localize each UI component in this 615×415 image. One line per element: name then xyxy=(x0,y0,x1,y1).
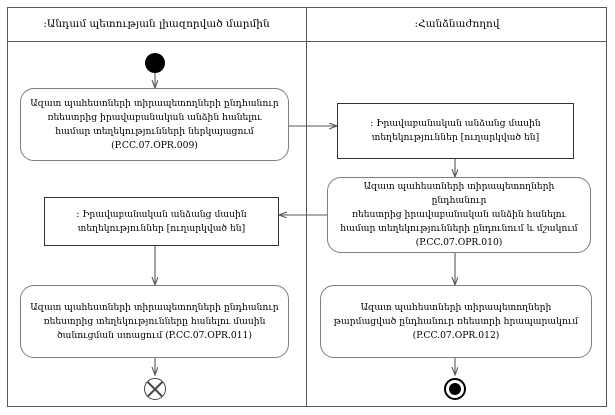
activity-opr010[interactable]: Ազատ պահեստների տիրապետողների ընդհանուր … xyxy=(327,177,591,253)
note-legal-entity-info-left[interactable]: : Իրավաբանական անձանց մասին տեղեկություն… xyxy=(44,197,279,246)
activity-opr011-line2: ռեեստրից տեղեկությունները հանելու մասին xyxy=(43,315,266,327)
note-right-line1: : Իրավաբանական անձանց մասին xyxy=(370,118,541,129)
activity-opr009-line3: համար տեղեկությունների ներկայացում xyxy=(55,125,254,137)
swimlane-vertical-divider xyxy=(306,7,307,407)
initial-node xyxy=(145,53,165,73)
activity-opr009-line4: (P.CC.07.OPR.009) xyxy=(111,139,198,151)
activity-opr010-line4: (P.CC.07.OPR.010) xyxy=(415,237,503,248)
activity-opr009[interactable]: Ազատ պահեստների տիրապետողների ընդհանուր … xyxy=(20,88,289,161)
activity-opr011[interactable]: Ազատ պահեստների տիրապետողների ընդհանուր … xyxy=(20,285,289,358)
activity-final-node xyxy=(444,378,466,400)
activity-opr012[interactable]: Ազատ պահեստների տիրապետողների թարմացված … xyxy=(320,285,592,358)
swimlane-header-divider xyxy=(7,41,607,42)
note-left-line2: տեղեկություններ [ուղարկված են] xyxy=(77,222,246,234)
activity-opr010-line3: համար տեղեկությունների ընդունում և մշակո… xyxy=(340,223,578,234)
flow-final-node xyxy=(144,378,166,400)
activity-opr011-line3: ծանուցման ստացում (P.CC.07.OPR.011) xyxy=(57,329,252,341)
note-right-line2: տեղեկություններ [ուղարկված են] xyxy=(371,132,540,143)
activity-opr009-line2: ռեեստրից իրավաբանական անձին հանելու xyxy=(47,111,262,123)
activity-opr009-line1: Ազատ պահեստների տիրապետողների ընդհանուր xyxy=(30,97,279,109)
activity-opr012-line1: Ազատ պահեստների տիրապետողների xyxy=(360,301,552,313)
activity-opr012-line2: թարմացված ընդհանուր ռեեստրի հրապարակում xyxy=(333,315,579,327)
lane-title-commission: :Հանձնաժողով xyxy=(414,18,500,30)
lane-title-member-state: :Անդամ պետության լիազորված մարմին xyxy=(43,18,270,30)
note-left-line1: : Իրավաբանական անձանց մասին xyxy=(76,208,247,220)
note-legal-entity-info-right[interactable]: : Իրավաբանական անձանց մասին տեղեկություն… xyxy=(337,103,574,159)
activity-opr012-line3: (P.CC.07.OPR.012) xyxy=(412,329,500,341)
activity-opr010-line2: ռեեստրից իրավաբանական անձին հանելու xyxy=(351,209,567,220)
activity-opr010-line1: Ազատ պահեստների տիրապետողների ընդհանուր xyxy=(363,181,555,206)
activity-opr011-line1: Ազատ պահեստների տիրապետողների ընդհանուր xyxy=(30,301,279,313)
